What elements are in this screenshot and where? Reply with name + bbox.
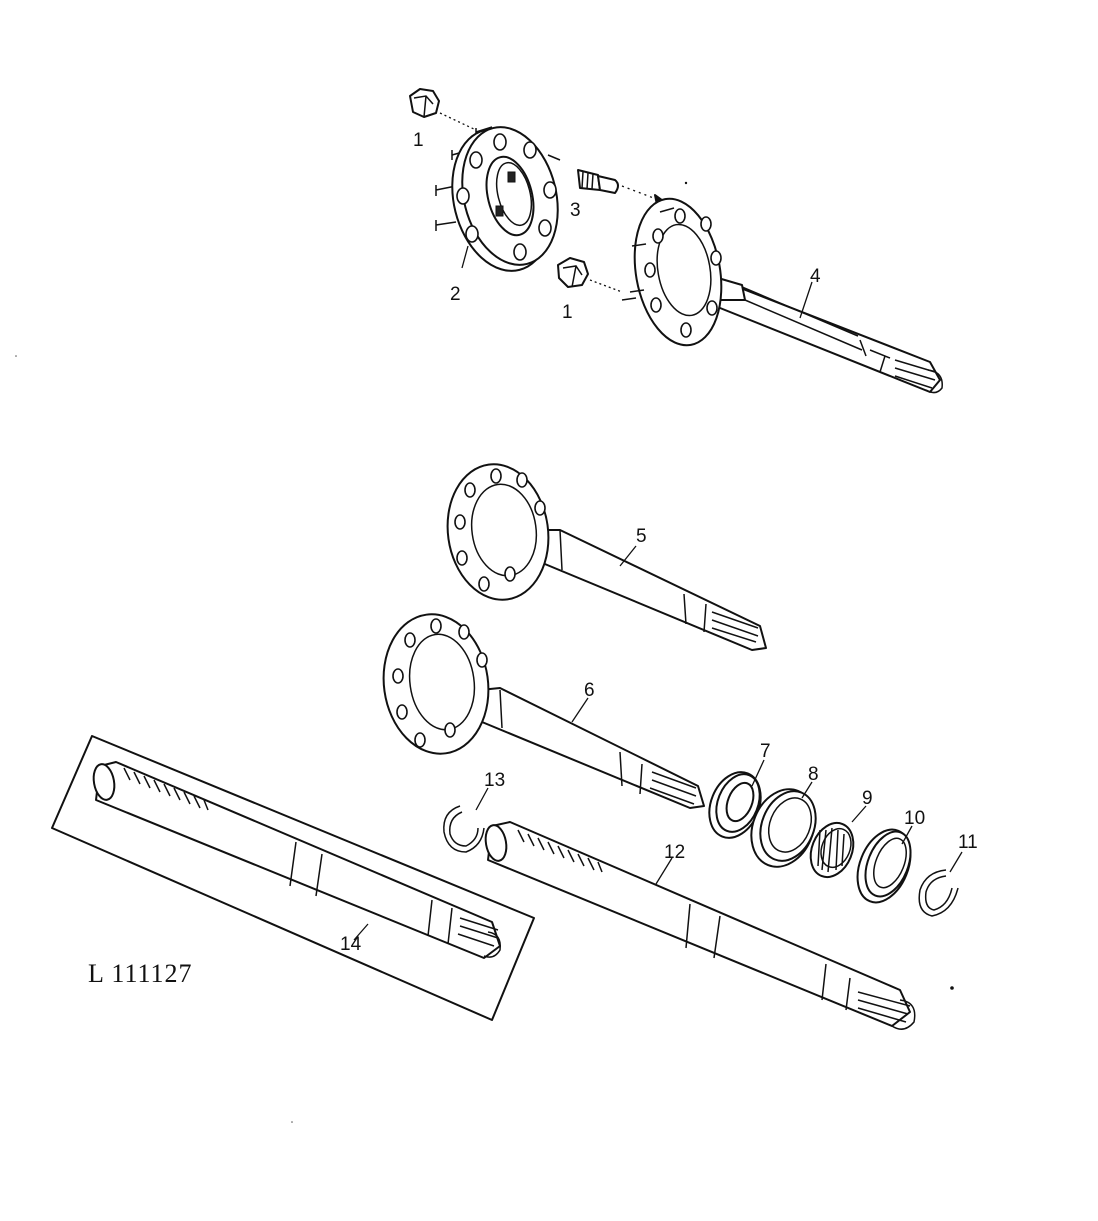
callout-2: 2	[450, 284, 461, 305]
callout-4: 4	[810, 266, 821, 287]
part-6-axle-shaft	[382, 613, 705, 809]
part-11-snap-ring	[918, 869, 959, 917]
part-9-bearing-cone	[809, 821, 855, 879]
part-5-axle-shaft	[446, 463, 767, 651]
part-7-oil-seal	[708, 771, 762, 839]
part-14-frame	[51, 735, 535, 1021]
leader-8	[801, 781, 813, 799]
leader-12	[655, 857, 673, 885]
leader-part-1-upper	[439, 112, 477, 131]
part-13-snap-ring	[443, 805, 485, 853]
part-3-wheel-stud	[577, 169, 619, 194]
callout-1-upper: 1	[413, 130, 424, 151]
callout-11: 11	[958, 832, 978, 853]
leader-9	[851, 805, 867, 823]
leader-4	[799, 281, 813, 319]
callout-8: 8	[808, 764, 819, 785]
part-4-axle-shaft-studded	[621, 197, 943, 394]
leader-2	[461, 245, 469, 269]
callout-3: 3	[570, 200, 581, 221]
scan-specks	[15, 181, 954, 1123]
callout-10: 10	[904, 808, 925, 829]
leader-part-1-lower	[589, 279, 623, 293]
part-8-bearing-cup	[750, 788, 817, 868]
part-10-retaining-ring	[856, 828, 912, 904]
part-14-boxed-shaft	[51, 735, 535, 1021]
part-1-nut-lower	[557, 257, 589, 288]
callout-13: 13	[484, 770, 505, 791]
callout-14: 14	[340, 934, 362, 955]
leader-6	[571, 697, 589, 723]
leader-11	[949, 851, 963, 873]
leader-13	[475, 787, 489, 811]
callout-1-lower: 1	[562, 302, 573, 323]
callout-12: 12	[664, 842, 685, 863]
leader-14	[353, 923, 369, 941]
callout-leaders	[353, 245, 963, 941]
callout-labels: 1 2 3 1 4 5 6 7 8 9 10 11 12 13 14	[340, 130, 978, 955]
callout-6: 6	[584, 680, 595, 701]
callout-5: 5	[636, 526, 647, 547]
part-2-hub-flange	[435, 126, 561, 272]
callout-7: 7	[760, 741, 771, 762]
figure-reference: L 111127	[88, 959, 193, 988]
part-12-splined-shaft	[484, 821, 916, 1030]
leader-7	[751, 759, 765, 787]
leader-5	[619, 545, 637, 567]
leader-10	[901, 825, 913, 845]
part-1-nut-upper	[409, 88, 440, 118]
callout-9: 9	[862, 788, 873, 809]
